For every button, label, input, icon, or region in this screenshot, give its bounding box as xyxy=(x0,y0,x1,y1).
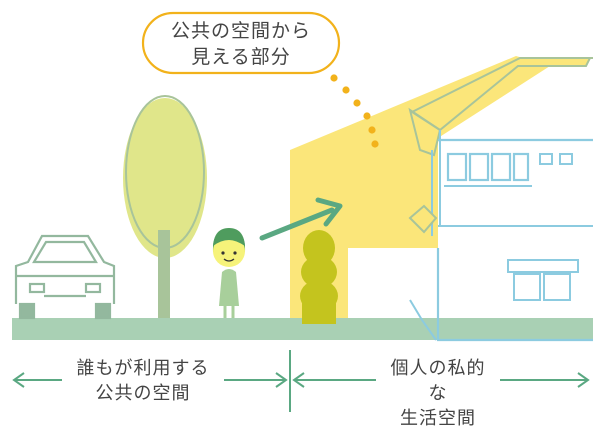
child-icon xyxy=(212,228,246,318)
private-zone-line-1: 個人の私的な xyxy=(390,358,486,404)
tree-icon xyxy=(123,95,207,318)
callout-line-2: 見える部分 xyxy=(191,46,291,68)
sight-arrow-icon xyxy=(259,197,343,241)
callout-bubble xyxy=(141,11,379,148)
callout-text: 公共の空間から 見える部分 xyxy=(148,18,334,70)
private-zone-line-2: 生活空間 xyxy=(400,408,476,429)
illustration xyxy=(12,11,593,412)
public-zone-label: 誰もが利用する 公共の空間 xyxy=(62,356,224,406)
public-zone-line-1: 誰もが利用する xyxy=(76,358,210,379)
ground xyxy=(12,318,593,340)
house-icon xyxy=(408,57,593,342)
private-zone-label: 個人の私的な 生活空間 xyxy=(376,356,500,431)
public-zone-line-2: 公共の空間 xyxy=(95,383,191,404)
car-icon xyxy=(14,234,116,320)
callout-line-1: 公共の空間から xyxy=(170,20,311,42)
visible-area xyxy=(290,56,550,326)
bush-icon xyxy=(300,230,338,324)
